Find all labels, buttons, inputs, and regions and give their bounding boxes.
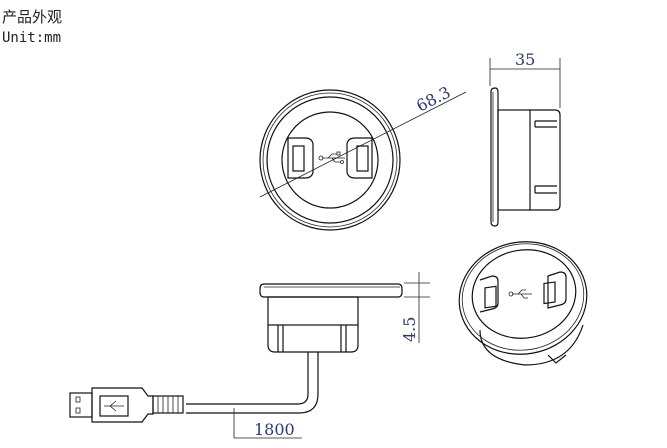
usb-symbol-icon xyxy=(318,151,345,164)
dim-flange: 4.5 xyxy=(400,317,419,342)
dim-depth: 35 xyxy=(515,50,535,69)
perspective-view xyxy=(458,241,588,366)
drawing-title: 产品外观 xyxy=(2,8,63,26)
dim-diameter: 68.3 xyxy=(413,82,453,115)
side-view-cable: 4.5 1800 xyxy=(69,272,430,439)
usb-symbol-icon xyxy=(508,289,532,299)
usb-plug xyxy=(69,387,184,423)
unit-label: Unit:mm xyxy=(2,30,62,46)
dim-cable-length: 1800 xyxy=(254,420,295,439)
front-view: 68.3 xyxy=(259,82,467,231)
side-view: 35 xyxy=(489,50,561,227)
